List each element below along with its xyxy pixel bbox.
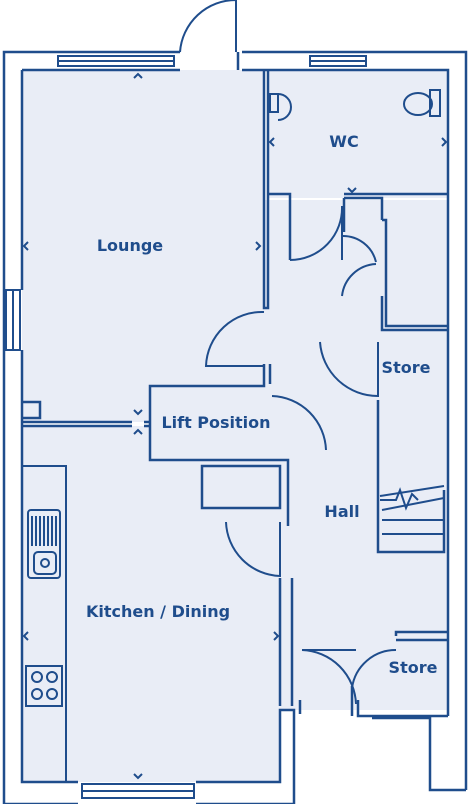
- stairs: [379, 485, 445, 535]
- chevron-down-icon: [133, 409, 143, 416]
- hob-ring-1: [31, 671, 43, 683]
- basin: [277, 93, 292, 121]
- chevron-down-icon: [133, 773, 143, 780]
- cupboard-inner: [382, 218, 448, 328]
- door-store-upper: [319, 341, 379, 398]
- wc-bottom-left: [268, 192, 292, 260]
- hob-ring-4: [46, 688, 58, 700]
- toilet-bowl: [403, 92, 433, 116]
- chevron-right-icon: [255, 241, 262, 251]
- chevron-up-icon: [133, 428, 143, 435]
- store-lower-top: [394, 630, 448, 642]
- wall-bottom-right: [356, 700, 448, 718]
- kitchen-fittings: [21, 465, 67, 783]
- door-store-lower: [351, 648, 397, 689]
- wall-lounge-kitchen: [22, 420, 132, 428]
- room-labels: Lounge WC Lift Position Store Hall Kitch…: [86, 132, 438, 677]
- door-front: [301, 649, 357, 705]
- basin-bracket: [269, 93, 279, 113]
- outer-wall-top-right-inner: [242, 68, 450, 198]
- lift-floor: [150, 384, 270, 460]
- lounge-floor: [22, 70, 264, 422]
- cupboard-top: [344, 196, 384, 220]
- sink: [27, 509, 61, 579]
- toilet-cistern: [429, 89, 441, 117]
- wall-lounge-wc: [262, 70, 270, 310]
- wall-porch-right: [372, 716, 466, 792]
- outer-wall-top-right: [236, 50, 468, 790]
- lounge-column: [22, 400, 42, 420]
- chevron-down-icon: [347, 187, 357, 194]
- hob-ring-2: [46, 671, 58, 683]
- door-cupboard-upper: [341, 234, 377, 263]
- hall-floor: [264, 200, 448, 710]
- chevron-right-icon: [441, 137, 448, 147]
- outer-wall-top-left: [2, 50, 180, 804]
- room-label-lounge: Lounge: [97, 236, 163, 255]
- dimension-markers: [22, 72, 448, 780]
- chevron-left-icon: [22, 631, 29, 641]
- doors: [179, 0, 397, 705]
- wall-lounge-kitchen-stub: [144, 420, 150, 428]
- room-label-lift-position: Lift Position: [161, 413, 270, 432]
- chevron-left-icon: [22, 241, 29, 251]
- room-label-wc: WC: [329, 132, 358, 151]
- room-label-hall: Hall: [324, 502, 359, 521]
- floor-fills: [22, 70, 448, 782]
- door-lift: [271, 395, 327, 451]
- sink-plug: [40, 558, 50, 568]
- door-cupboard-lower: [341, 263, 377, 297]
- cupboard-bottom: [380, 296, 448, 332]
- hob: [25, 665, 63, 707]
- chevron-left-icon: [268, 137, 275, 147]
- windows: [5, 55, 367, 799]
- room-label-kitchen-dining: Kitchen / Dining: [86, 602, 230, 621]
- chevron-up-icon: [133, 72, 143, 79]
- room-label-store-upper: Store: [382, 358, 431, 377]
- room-label-store-lower: Store: [389, 658, 438, 677]
- wc-fittings: [269, 89, 441, 121]
- kitchen-cupboard: [200, 464, 282, 510]
- outer-wall-bottom-mid: [196, 708, 296, 804]
- chevron-right-icon: [273, 631, 280, 641]
- door-wc: [289, 205, 344, 261]
- hob-ring-3: [31, 688, 43, 700]
- stair-treads: [379, 485, 445, 535]
- sink-bowl: [33, 551, 57, 575]
- door-kitchen: [225, 521, 281, 578]
- stair-break-line: [380, 487, 419, 511]
- kitchen-worktop: [21, 465, 67, 783]
- door-lounge-entry: [179, 0, 237, 53]
- door-lounge-hall: [204, 310, 265, 367]
- wc-floor: [268, 70, 448, 198]
- sink-drainer: [31, 516, 57, 546]
- wall-kitchen-hall: [278, 578, 294, 706]
